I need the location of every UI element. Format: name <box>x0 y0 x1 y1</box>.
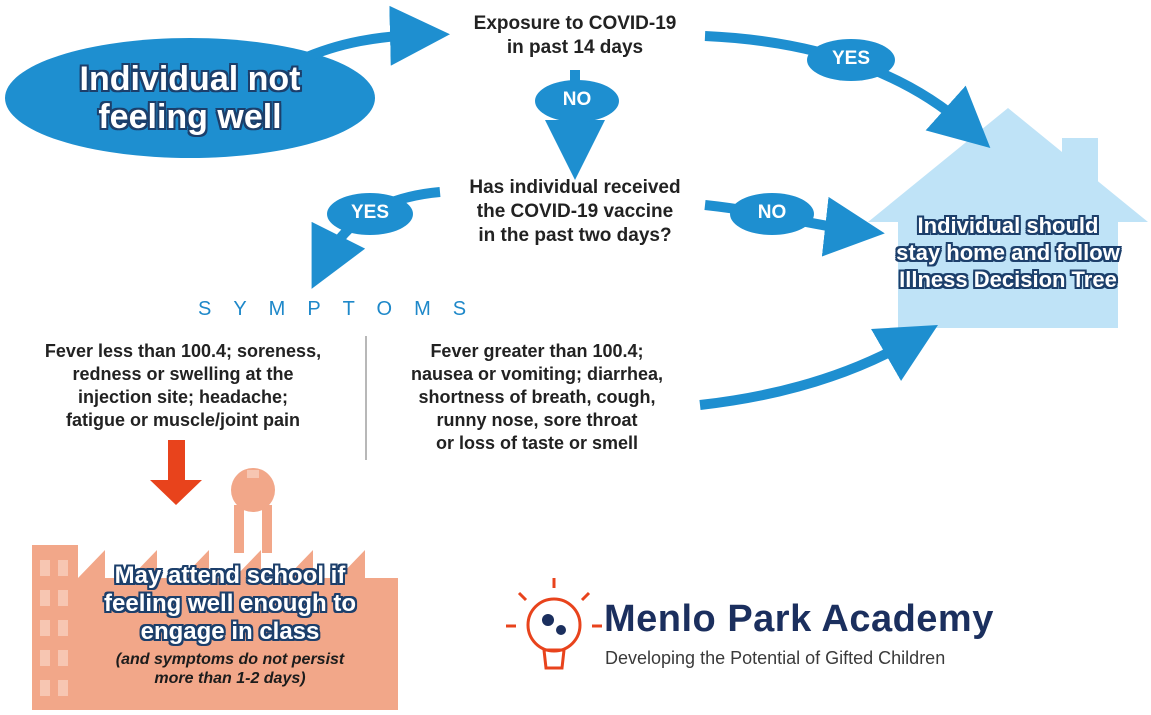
outcome-home-line1: Individual should <box>917 213 1099 238</box>
question1-line1: Exposure to COVID-19 <box>473 13 677 34</box>
outcome-home-line2: stay home and follow <box>896 240 1120 265</box>
outcome-home-text: Individual should stay home and follow I… <box>868 212 1148 293</box>
lightbulb-gears-logo-icon <box>506 578 602 670</box>
outcome-school-line1: May attend school if <box>114 562 346 589</box>
question2-line3: in the past two days? <box>478 225 672 246</box>
question2-line1: Has individual received <box>469 177 681 198</box>
symptoms-mild: Fever less than 100.4; soreness, redness… <box>8 340 358 432</box>
start-node-text: Individual not feeling well <box>40 60 340 136</box>
start-ellipse <box>5 38 375 158</box>
house-icon <box>868 108 1148 328</box>
symptoms-severe-line4: runny nose, sore throat <box>436 410 638 430</box>
symptoms-mild-line4: fatigue or muscle/joint pain <box>65 410 301 430</box>
outcome-school-note: (and symptoms do not persist more than 1… <box>70 650 390 688</box>
label-yes-top: YES <box>831 48 871 69</box>
symptoms-severe-line5: or loss of taste or smell <box>435 433 639 453</box>
down-arrow-orange <box>150 440 202 505</box>
question2-line2: the COVID-19 vaccine <box>476 201 674 222</box>
pill-no-right <box>730 193 814 235</box>
question1-text: Exposure to COVID-19 in past 14 days <box>440 12 710 60</box>
outcome-home-line3: Illness Decision Tree <box>899 267 1117 292</box>
label-yes-left: YES <box>350 202 390 223</box>
building-windows <box>40 560 68 696</box>
outcome-school-text: May attend school if feeling well enough… <box>70 562 390 646</box>
school-building-illustration <box>32 468 398 710</box>
outcome-school-line2: feeling well enough to <box>104 590 356 617</box>
symptoms-severe-line1: Fever greater than 100.4; <box>430 341 644 361</box>
symptoms-severe-line2: nausea or vomiting; diarrhea, <box>410 364 664 384</box>
label-no-right: NO <box>757 202 787 223</box>
symptoms-severe: Fever greater than 100.4; nausea or vomi… <box>372 340 702 455</box>
symptoms-mild-line3: injection site; headache; <box>77 387 289 407</box>
symptoms-heading: SYMPTOMS <box>198 298 489 320</box>
arrow-start-to-q1 <box>297 5 450 66</box>
symptoms-mild-line2: redness or swelling at the <box>72 364 294 384</box>
brand-name: Menlo Park Academy <box>604 598 994 640</box>
pill-yes-top <box>807 39 895 81</box>
pill-yes-left <box>327 193 413 235</box>
brand-tagline: Developing the Potential of Gifted Child… <box>605 648 946 668</box>
pill-no-middle <box>535 80 619 122</box>
symptoms-severe-line3: shortness of breath, cough, <box>418 387 656 407</box>
outcome-school-note2: more than 1-2 days) <box>154 670 306 687</box>
label-no-middle: NO <box>562 89 592 110</box>
outcome-school-note1: (and symptoms do not persist <box>115 651 345 668</box>
question2-text: Has individual received the COVID-19 vac… <box>440 176 710 248</box>
start-line2: feeling well <box>98 98 282 136</box>
question1-line2: in past 14 days <box>506 37 644 58</box>
symptoms-mild-line1: Fever less than 100.4; soreness, <box>44 341 322 361</box>
arrow-severe-to-home <box>699 325 938 410</box>
start-line1: Individual not <box>79 60 301 98</box>
outcome-school-line3: engage in class <box>140 618 320 645</box>
